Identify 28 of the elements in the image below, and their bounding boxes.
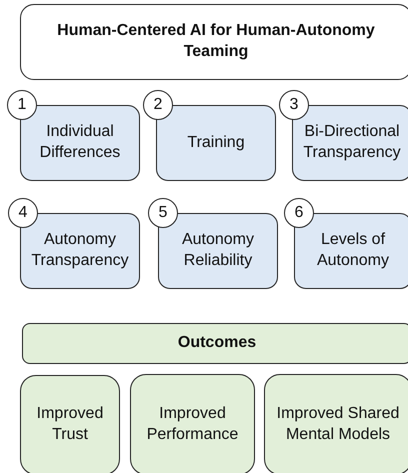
outcome-box xyxy=(130,374,255,473)
outcomes-heading: Outcomes xyxy=(178,333,256,354)
callout-number: 4 xyxy=(18,202,28,223)
factor-label: Bi-Directional Transparency xyxy=(302,122,402,163)
number-circle xyxy=(148,198,178,228)
factor-label: Autonomy Transparency xyxy=(30,230,130,271)
factor-label: Individual Differences xyxy=(38,122,122,163)
callout-number: 6 xyxy=(294,202,304,223)
outcome-label: Improved Performance xyxy=(146,404,240,444)
callout-number: 2 xyxy=(154,94,162,115)
outcome-box xyxy=(20,375,120,473)
number-circle xyxy=(143,90,173,120)
outcomes-header-bar xyxy=(22,323,408,364)
title-box xyxy=(20,4,408,80)
title-text: Human-Centered AI for Human-Autonomy Teaming xyxy=(56,21,376,62)
callout-number: 3 xyxy=(290,94,298,115)
factor-label: Autonomy Reliability xyxy=(180,230,256,271)
outcome-box xyxy=(264,374,408,473)
outcome-label: Improved Trust xyxy=(36,404,104,445)
number-circle xyxy=(284,198,314,228)
number-circle xyxy=(7,90,37,120)
factor-label: Training xyxy=(187,132,245,153)
number-circle xyxy=(279,90,309,120)
outcome-label: Improved Shared Mental Models xyxy=(276,404,400,444)
factor-label: Levels of Autonomy xyxy=(316,230,390,271)
callout-number: 5 xyxy=(158,202,168,223)
callout-number: 1 xyxy=(18,94,26,115)
number-circle xyxy=(8,198,38,228)
